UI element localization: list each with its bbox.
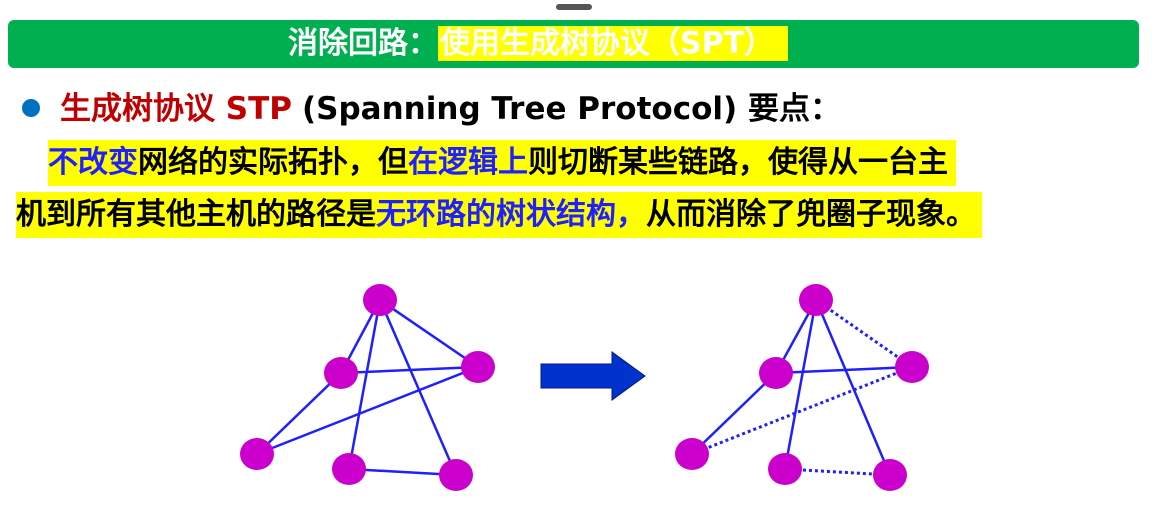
bullet-heading: 生成树协议 STP (Spanning Tree Protocol) 要点：	[22, 86, 841, 132]
before-edge-B-E	[378, 299, 458, 476]
stp-term: 生成树协议 STP	[60, 91, 292, 127]
spanning-tree-graph	[675, 284, 929, 491]
original-topology-graph	[240, 284, 495, 491]
after-node-A	[759, 357, 793, 389]
before-node-B	[363, 284, 397, 316]
para-seg: 网络的实际拓扑，但	[138, 145, 408, 180]
after-edge-A-F	[775, 365, 913, 375]
topology-diagram	[240, 284, 929, 491]
after-node-B	[799, 284, 833, 316]
paragraph-line-2: 机到所有其他主机的路径是无环路的树状结构，从而消除了兜圈子现象。	[16, 192, 982, 238]
title-bar: 消除回路：使用生成树协议（SPT）	[8, 20, 1139, 68]
paragraph-line-1: 不改变网络的实际拓扑，但在逻辑上则切断某些链路，使得从一台主	[48, 140, 956, 186]
para-seg: 无环路的树状结构，	[376, 197, 646, 232]
before-edge-C-F	[256, 365, 479, 456]
after-node-D	[768, 453, 802, 485]
before-node-E	[439, 459, 473, 491]
after-edge-B-E	[814, 299, 892, 476]
before-edge-A-C	[256, 372, 342, 455]
title-highlight: 使用生成树协议（SPT）	[438, 26, 789, 61]
after-edge-B-D	[783, 299, 818, 470]
before-edge-D-E	[348, 467, 457, 477]
para-seg: 则切断某些链路，使得从一台主	[528, 145, 948, 180]
after-node-F	[895, 351, 929, 383]
before-edge-B-F	[379, 298, 479, 369]
para-seg: 从而消除了兜圈子现象。	[646, 197, 976, 232]
after-edge-A-C	[691, 372, 777, 455]
before-node-A	[324, 357, 358, 389]
before-node-D	[332, 453, 366, 485]
slide-title: 消除回路：使用生成树协议（SPT）	[288, 24, 789, 64]
top-decoration	[556, 4, 592, 10]
after-node-C	[675, 438, 709, 470]
title-prefix: 消除回路：	[288, 26, 438, 61]
transform-arrow-icon	[540, 351, 646, 401]
para-seg: 机到所有其他主机的路径是	[16, 197, 376, 232]
after-edge-B-F-blocked	[815, 298, 913, 369]
before-node-F	[461, 351, 495, 383]
stp-english: (Spanning Tree Protocol) 要点：	[302, 91, 841, 127]
bullet-dot-icon	[22, 98, 40, 117]
after-node-E	[873, 459, 907, 491]
para-seg: 在逻辑上	[408, 145, 528, 180]
before-node-C	[240, 438, 274, 470]
para-seg: 不改变	[48, 145, 138, 180]
before-edge-B-D	[347, 299, 382, 470]
